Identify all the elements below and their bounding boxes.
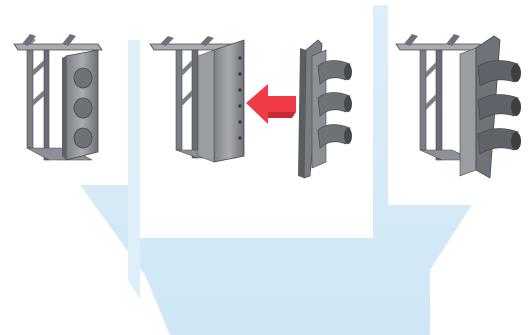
panel-center-bg	[140, 0, 373, 238]
